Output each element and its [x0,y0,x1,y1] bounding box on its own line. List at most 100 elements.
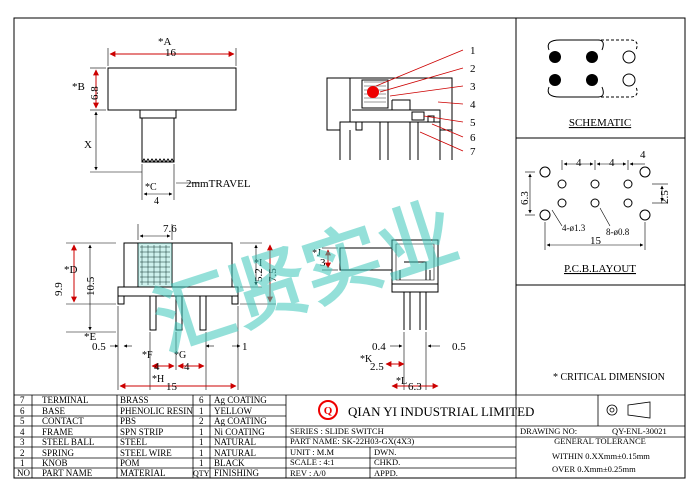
bom-no: 1 [20,458,25,468]
rev: REV : A/0 [290,468,326,478]
side-knob [361,79,389,109]
scale: SCALE : 4:1 [290,457,334,467]
pcb-mount-hole-3 [639,209,651,221]
bom-qty: 1 [199,458,204,468]
right-pin-value: 0.5 [452,341,466,353]
dim-b-label: *B [72,81,85,93]
bom-rows: 7 TERMINAL BRASS 6 Ag COATING 6 BASE PHE… [17,395,267,478]
bom-part: STEEL BALL [42,437,94,447]
bom-header-qty: QTY [193,469,210,478]
bom-part: CONTACT [42,416,84,426]
overall-height-value: 9.9 [53,282,65,296]
dim-f-value: 4 [154,361,160,373]
bom-part: FRAME [42,427,74,437]
dim-x-label: X [84,139,92,151]
bom-header-no: NO [17,468,30,478]
pcb-pitch-3: 4 [640,149,646,161]
drawing-no: QY-ENL-30021 [612,426,667,436]
unit: UNIT : M.M [290,447,334,457]
top-view-knurl [141,158,175,163]
left-pin-value: 0.4 [372,341,386,353]
dim-c-value: 4 [154,196,159,207]
schematic-contact-4 [549,74,561,86]
side-callouts [375,49,464,152]
top-view [90,48,237,200]
pcb-hole-4 [557,198,567,208]
pcb-large-hole-note: 8-ø0.8 [606,227,630,237]
dim-d-value: 10.5 [85,276,97,296]
dim-e-label: *E [84,331,97,343]
bom-header-part: PART NAME [42,468,93,478]
pcb-title: P.C.B.LAYOUT [564,263,636,275]
dim-c-label: *C [145,182,157,193]
dim-g-label: *G [174,350,186,361]
critical-dimension-note: * CRITICAL DIMENSION [553,372,665,383]
drawing-no-label: DRAWING NO: [520,426,577,436]
bom-finish: Ni COATING [214,427,265,437]
pcb-hole-1 [557,179,567,189]
callout-5: 5 [470,117,476,129]
top-view-collar [139,109,177,119]
pin-thickness-value: 1 [242,341,248,353]
schematic-contact-6 [622,73,636,87]
pcb-hole-3 [623,179,633,189]
bom-finish: NATURAL [214,437,256,447]
bom-part: SPRING [42,448,75,458]
schematic-title: SCHEMATIC [569,117,631,129]
schematic-contact-2 [586,51,598,63]
callout-4: 4 [470,99,476,111]
projection-symbol [606,401,651,419]
bom-qty: 6 [199,395,204,405]
dim-i-label: *I [254,258,262,269]
side-left-wall [326,77,351,131]
bom-material: BRASS [120,395,149,405]
company-logo: Q [318,400,338,420]
bom-material: STEEL [120,437,147,447]
dim-d-label: *D [64,264,78,276]
bom-part: KNOB [42,458,68,468]
top-view-actuator [141,118,175,163]
bom-no: 4 [20,427,25,437]
bom-finish: Ag COATING [214,395,267,405]
bom-table [14,394,685,478]
callout-6: 6 [470,132,476,144]
bom-qty: 1 [199,427,204,437]
schematic-contact-5 [586,74,598,86]
callout-1: 1 [470,45,476,57]
schematic-contact-1 [549,51,561,63]
dim-e-value: 0.5 [92,341,106,353]
tolerance-within: WITHIN 0.XXmm±0.15mm [552,451,650,461]
callout-numbers: 1 2 3 4 5 6 7 [470,45,476,158]
bom-material: PHENOLIC RESIN [120,406,193,416]
inner-height-value: 5.2 [253,268,265,282]
dim-a-value: 16 [165,47,177,59]
pcb-right-gap: 2.5 [659,190,671,204]
appd: APPD. [374,468,398,478]
bom-header-material: MATERIAL [120,468,166,478]
bom-material: SPN STRIP [120,427,163,437]
dim-b-value: 6.8 [89,86,101,100]
bom-material: STEEL WIRE [120,448,172,458]
bom-qty: 1 [199,406,204,416]
dim-i-value: 7.5 [267,268,279,282]
dim-f-label: *F [142,350,153,361]
schematic [547,39,638,98]
bom-no: 7 [20,395,25,405]
tolerance-over: OVER 0.Xmm±0.25mm [552,464,636,474]
company-name: QIAN YI INDUSTRIAL LIMITED [348,404,534,419]
dim-j-label: *J [312,248,321,259]
pcb-pitch-1: 4 [576,157,582,169]
dim-k-label: *K [360,354,373,365]
bom-qty: 1 [199,448,204,458]
pcb-hole-2 [590,179,600,189]
bom-finish: BLACK [214,458,245,468]
callout-7: 7 [470,146,476,158]
pcb-layout [525,160,668,250]
company-logo-letter: Q [324,405,333,417]
pcb-mount-hole-4 [639,166,651,178]
bom-finish: NATURAL [214,448,256,458]
dim-h-value: 15 [166,381,178,393]
sheet-border [13,17,686,479]
travel-label: 2mmTRAVEL [186,178,251,190]
bom-qty: 1 [199,437,204,447]
